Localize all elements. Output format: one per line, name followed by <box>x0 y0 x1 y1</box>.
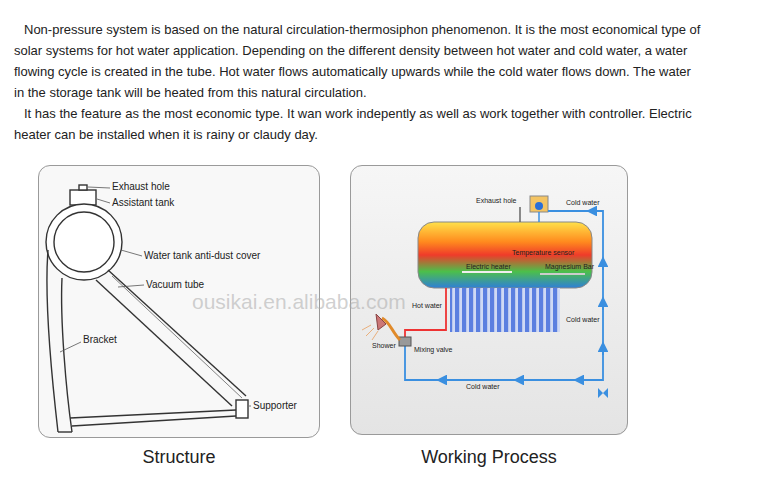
panel-caption: Working Process <box>331 447 647 468</box>
part-label: Magnesium Bar <box>545 263 594 271</box>
part-label: Water tank anti-dust cover <box>144 250 260 262</box>
flow-label: Cold water <box>566 199 599 207</box>
part-label: Electric heater <box>466 263 511 271</box>
panel-caption: Structure <box>19 447 339 468</box>
flow-label: Cold water <box>466 383 499 391</box>
flow-label: Hot water <box>412 302 442 310</box>
description-text: Non-pressure system is based on the natu… <box>14 19 704 103</box>
part-label: Exhaust hole <box>476 197 516 205</box>
part-label: Vacuum tube <box>146 279 204 291</box>
part-label: Exhaust hole <box>112 181 170 193</box>
flow-label: Cold water <box>566 316 599 324</box>
part-label: Supporter <box>253 400 297 412</box>
part-label: Temperature sensor <box>512 249 574 257</box>
part-label: Assistant tank <box>112 197 174 209</box>
description-text: It has the feature as the most economic … <box>14 103 704 145</box>
part-label: Shower <box>372 342 396 350</box>
part-label: Bracket <box>83 334 117 346</box>
watermark: ousikai.en.alibaba.com <box>192 290 406 314</box>
part-label: Mixing valve <box>414 346 453 354</box>
